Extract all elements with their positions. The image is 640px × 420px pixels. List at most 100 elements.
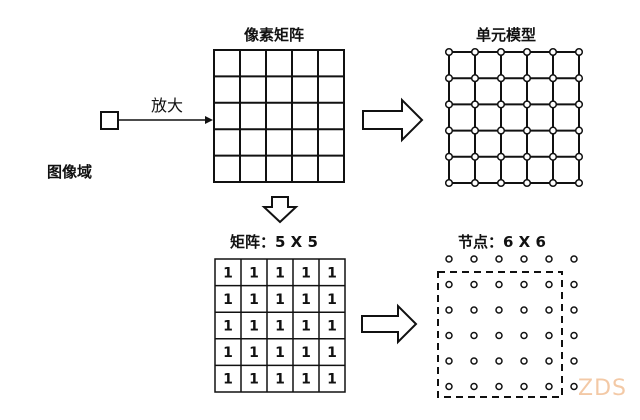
- right-block-arrow-top: [362, 97, 424, 143]
- matrix-cell-value: 1: [327, 292, 337, 308]
- node-dot: [445, 331, 453, 340]
- matrix-cell-value: 1: [327, 372, 337, 388]
- mesh-node: [470, 100, 480, 109]
- matrix-cell-value: 1: [223, 265, 233, 281]
- node-dot: [495, 357, 503, 365]
- mesh-node: [522, 47, 532, 57]
- node-dot: [470, 331, 478, 340]
- magnify-label: 放大: [151, 96, 184, 115]
- node-dot: [495, 255, 503, 263]
- node-dot: [520, 382, 528, 391]
- node-dot: [545, 382, 553, 391]
- matrix-cell-value: 1: [249, 345, 259, 361]
- node-dot: [470, 357, 478, 365]
- node-dot: [470, 306, 478, 314]
- mesh-node: [522, 152, 532, 161]
- matrix-cell-value: 1: [223, 345, 233, 361]
- matrix-cell-value: 1: [249, 292, 259, 308]
- mesh-node: [470, 178, 480, 188]
- mesh-node: [444, 100, 454, 109]
- matrix-cell-value: 1: [327, 345, 337, 361]
- mesh-node: [574, 152, 584, 161]
- mesh-node: [470, 47, 480, 57]
- matrix-cell-value: 1: [301, 319, 311, 335]
- node-dot: [520, 331, 528, 340]
- mesh-node: [444, 178, 454, 188]
- node-dot: [545, 357, 553, 365]
- matrix-cell-value: 1: [223, 319, 233, 335]
- image-domain-square: [100, 111, 119, 130]
- mesh-node: [548, 152, 558, 161]
- node-dot: [520, 357, 528, 365]
- node-dot: [570, 280, 578, 289]
- mesh-node: [522, 100, 532, 109]
- pixel-matrix-grid: [213, 49, 345, 183]
- matrix-cell-value: 1: [223, 372, 233, 388]
- matrix-cell-value: 1: [275, 345, 285, 361]
- mesh-node: [574, 47, 584, 57]
- watermark-text: ZDS: [578, 376, 627, 401]
- mesh-node: [470, 126, 480, 135]
- node-dot: [545, 331, 553, 340]
- node-dot: [470, 280, 478, 289]
- node-dot-array: [445, 255, 578, 391]
- mesh-node: [444, 74, 454, 83]
- mesh-node: [548, 47, 558, 57]
- node-dot: [545, 280, 553, 289]
- node-dot: [445, 280, 453, 289]
- mesh-node: [574, 126, 584, 135]
- mesh-node: [444, 152, 454, 161]
- matrix-cell-value: 1: [275, 319, 285, 335]
- matrix-cell-value: 1: [223, 292, 233, 308]
- node-dot: [445, 357, 453, 365]
- mesh-node: [574, 100, 584, 109]
- nodes-size-label: 节点：6 X 6: [458, 233, 546, 251]
- matrix-cell-value: 1: [301, 345, 311, 361]
- table-border: [214, 258, 346, 393]
- node-dot: [470, 382, 478, 391]
- node-dot: [570, 382, 578, 391]
- node-dot: [520, 306, 528, 314]
- mesh-node: [496, 126, 506, 135]
- matrix-size-label: 矩阵：5 X 5: [230, 233, 318, 251]
- node-dot: [520, 280, 528, 289]
- matrix-cell-value: 1: [301, 265, 311, 281]
- matrix-cell-value: 1: [327, 265, 337, 281]
- mesh-node: [522, 74, 532, 83]
- pixel-matrix-title: 像素矩阵: [244, 26, 305, 44]
- mesh-node: [548, 126, 558, 135]
- pixel-grid-border: [213, 49, 345, 183]
- unit-model-title: 单元模型: [476, 26, 537, 44]
- mesh-node: [574, 74, 584, 83]
- node-dot: [570, 255, 578, 263]
- node-dot: [520, 255, 528, 263]
- node-dot: [445, 306, 453, 314]
- node-dot: [570, 331, 578, 340]
- node-dot: [470, 255, 478, 263]
- mesh-node: [444, 126, 454, 135]
- matrix-cell-value: 1: [275, 292, 285, 308]
- mesh-node: [470, 74, 480, 83]
- node-dot: [495, 382, 503, 391]
- mesh-node: [548, 74, 558, 83]
- matrix-cell-value: 1: [249, 265, 259, 281]
- mesh-node: [496, 74, 506, 83]
- right-block-arrow-bottom: [361, 303, 418, 345]
- matrix-cell-value: 1: [301, 372, 311, 388]
- node-dot: [495, 280, 503, 289]
- mesh-node: [470, 152, 480, 161]
- mesh-node: [444, 47, 454, 57]
- matrix-cell-value: 1: [301, 292, 311, 308]
- node-dot: [545, 255, 553, 263]
- magnify-arrowhead: [205, 116, 213, 124]
- mesh-node: [522, 126, 532, 135]
- node-dot: [570, 306, 578, 314]
- mesh-node: [548, 178, 558, 188]
- mesh-node: [496, 100, 506, 109]
- mesh-node: [496, 47, 506, 57]
- mesh-node: [574, 178, 584, 188]
- node-dot: [570, 357, 578, 365]
- matrix-cell-value: 1: [249, 372, 259, 388]
